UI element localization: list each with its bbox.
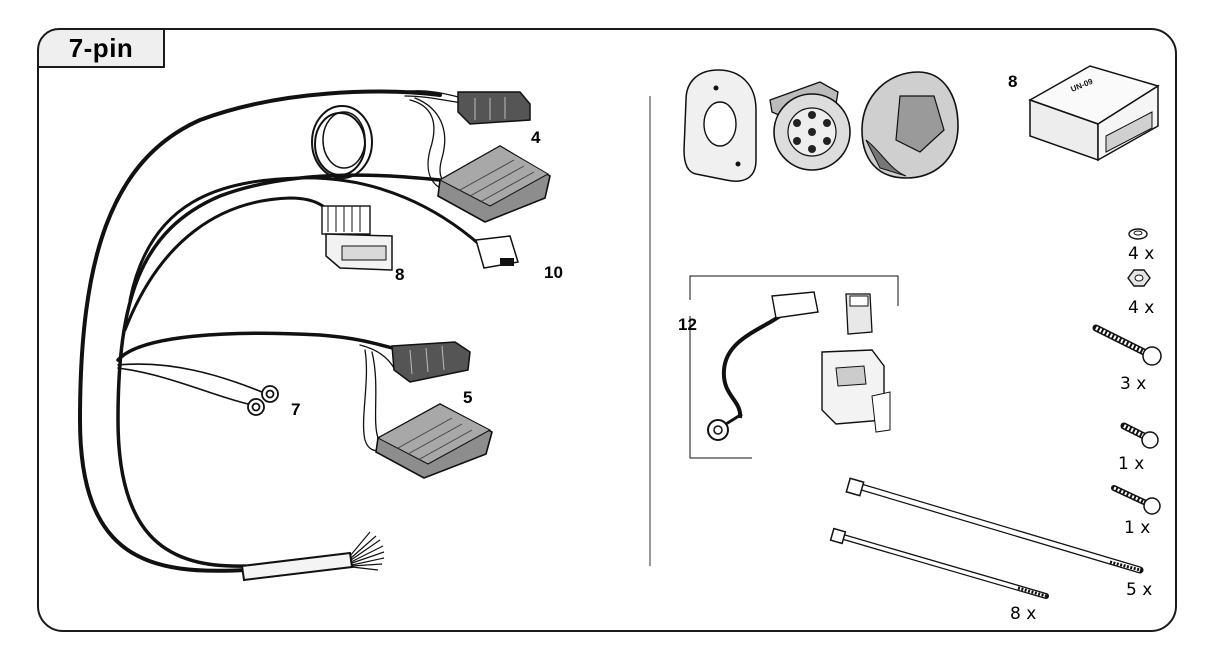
connector-4-small — [457, 91, 531, 125]
qty-long-cable-tie: 5 x — [1126, 580, 1153, 600]
connector-10-plug — [475, 235, 519, 269]
short-cable-tie — [829, 527, 1049, 599]
module-box: UN-09 — [1028, 65, 1160, 162]
connector-5-large — [375, 403, 493, 479]
socket-gasket — [683, 69, 757, 182]
wiring-harness — [77, 89, 482, 573]
page-title: 7-pin — [68, 32, 134, 63]
qty-short-cable-tie: 8 x — [1010, 604, 1037, 624]
callout-5: 5 — [463, 388, 473, 407]
callout-8-module: 8 — [1008, 72, 1018, 91]
diagram-frame — [37, 28, 1177, 632]
socket-housing — [861, 71, 959, 179]
long-bolt — [1092, 324, 1162, 366]
connector-8-plug — [321, 205, 393, 271]
ground-cable — [707, 291, 819, 441]
socket-insert — [769, 81, 851, 171]
fuse-holder — [821, 293, 891, 433]
callout-12: 12 — [678, 315, 697, 334]
cable-sleeve — [240, 531, 385, 582]
connector-4-large — [437, 145, 551, 223]
qty-tapping-screw: 1 x — [1124, 518, 1151, 538]
qty-long-bolt: 3 x — [1120, 374, 1147, 394]
tapping-screw — [1111, 485, 1161, 515]
callout-7: 7 — [291, 400, 301, 419]
connector-5-small — [391, 341, 471, 383]
qty-nut: 4 x — [1128, 298, 1155, 318]
ring-terminals — [247, 385, 279, 416]
long-cable-tie — [845, 477, 1144, 574]
short-bolt — [1120, 422, 1159, 449]
callout-4: 4 — [531, 128, 541, 147]
washer — [1128, 228, 1148, 240]
callout-8-plug: 8 — [395, 265, 405, 284]
qty-washer: 4 x — [1128, 244, 1155, 264]
fuse-group-bracket — [689, 275, 899, 459]
qty-short-bolt: 1 x — [1118, 454, 1145, 474]
title-tab: 7-pin — [37, 28, 165, 68]
callout-10: 10 — [544, 263, 563, 282]
nut — [1127, 269, 1151, 287]
